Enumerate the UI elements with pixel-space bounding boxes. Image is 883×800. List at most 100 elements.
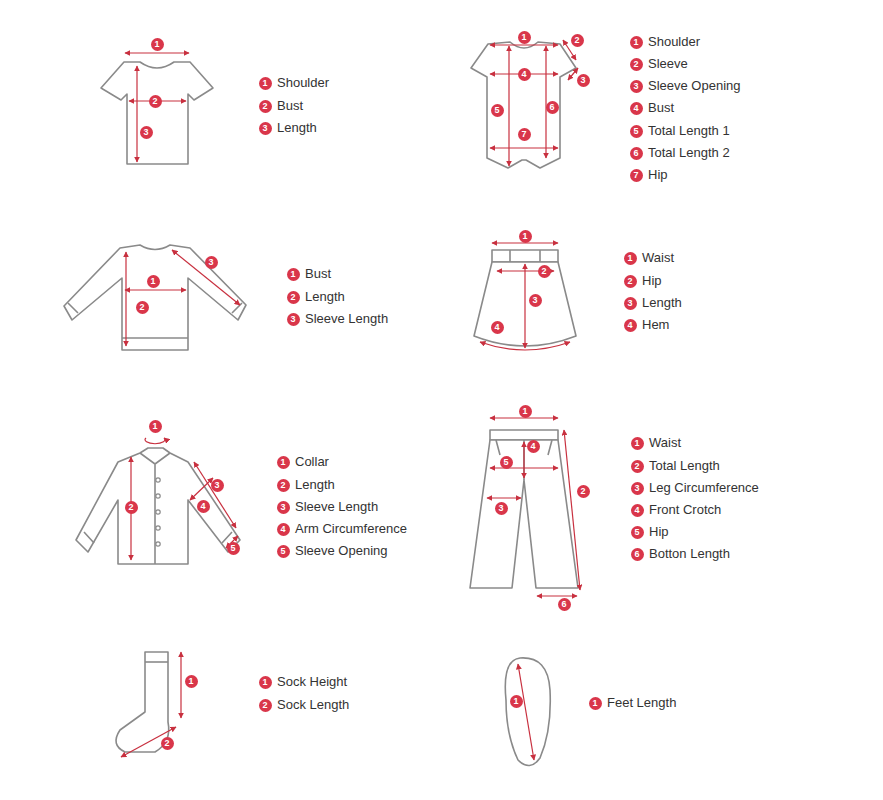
callout-number: 1 (510, 695, 523, 708)
callout-number: 2 (259, 100, 272, 113)
drawing-stroke (480, 342, 570, 350)
garment-outlines (64, 42, 578, 766)
drawing-stroke (564, 430, 580, 590)
callout-number: 5 (227, 542, 240, 555)
callout-number: 2 (259, 699, 272, 712)
callout-number: 1 (518, 31, 531, 44)
drawing-stroke (84, 453, 232, 564)
drawing-stroke (125, 52, 189, 53)
drawing-stroke (490, 44, 558, 45)
callout-number: 1 (185, 675, 198, 688)
collar-arrow (145, 438, 165, 444)
callout-number: 3 (259, 122, 272, 135)
drawing-stroke (470, 440, 578, 588)
callout-number: 1 (277, 456, 290, 469)
callout-number: 3 (140, 126, 153, 139)
callout-number: 2 (571, 34, 584, 47)
callout-number: 2 (287, 291, 300, 304)
drawing-stroke (64, 245, 246, 350)
drawing-stroke (156, 510, 160, 514)
callout-number: 1 (624, 252, 637, 265)
callout-number: 2 (538, 265, 551, 278)
drawing-stroke (121, 727, 176, 757)
measurement-name: Arm Circumference (295, 521, 407, 537)
callout-number: 7 (518, 128, 531, 141)
measurement-name: Hem (642, 317, 669, 333)
measurement-name: Shoulder (277, 75, 329, 91)
callout-number: 4 (197, 500, 210, 513)
measurement-name: Sleeve Opening (295, 543, 388, 559)
measurement-name: Bust (648, 100, 674, 116)
callout-number: 1 (630, 36, 643, 49)
measurement-name: Sleeve Length (295, 499, 378, 515)
callout-number: 1 (259, 77, 272, 90)
callout-number: 1 (151, 38, 164, 51)
drawing-stroke (125, 252, 126, 346)
measurement-name: Botton Length (649, 546, 730, 562)
callout-number: 3 (205, 256, 218, 269)
drawing-stroke (145, 438, 165, 444)
drawing-stroke (545, 46, 546, 158)
measurement-name: Hip (649, 524, 669, 540)
callout-number: 1 (519, 405, 532, 418)
callout-number: 4 (277, 523, 290, 536)
drawing-stroke (492, 242, 558, 243)
callout-number: 1 (589, 697, 602, 710)
measurement-name: Waist (649, 435, 681, 451)
measurement-lines (121, 40, 580, 760)
callout-number: 1 (149, 420, 162, 433)
measurement-name: Bust (305, 266, 331, 282)
drawing-stroke (496, 440, 552, 480)
callout-number: 5 (500, 456, 513, 469)
measurement-name: Front Crotch (649, 502, 721, 518)
measurement-name: Total Length 2 (648, 145, 730, 161)
callout-number: 7 (630, 169, 643, 182)
drawing-stroke (76, 448, 240, 564)
measurement-name: Shoulder (648, 34, 700, 50)
callout-number: 1 (147, 275, 160, 288)
callout-number: 2 (277, 479, 290, 492)
drawing-stroke (490, 467, 558, 468)
measurement-name: Total Length (649, 458, 720, 474)
callout-number: 3 (631, 482, 644, 495)
drawing-stroke (537, 595, 577, 596)
drawing-stroke (492, 250, 558, 262)
callout-number: 2 (161, 737, 174, 750)
measurement-name: Bust (277, 98, 303, 114)
callout-number: 2 (631, 460, 644, 473)
drawing-stroke (510, 250, 540, 262)
drawing-stroke (156, 478, 160, 482)
callout-number: 5 (491, 104, 504, 117)
measurement-name: Sock Length (277, 697, 349, 713)
measurement-name: Length (277, 120, 317, 136)
drawing-stroke (518, 664, 534, 760)
measurement-name: Length (642, 295, 682, 311)
drawing-stroke (156, 526, 160, 530)
callout-number: 5 (631, 526, 644, 539)
measurement-name: Length (305, 289, 345, 305)
callout-number: 3 (577, 74, 590, 87)
drawing-stroke (156, 542, 160, 546)
callout-number: 1 (519, 230, 532, 243)
callout-number: 2 (624, 275, 637, 288)
callout-number: 2 (125, 501, 138, 514)
callout-number: 4 (630, 102, 643, 115)
callout-number: 6 (630, 147, 643, 160)
drawing-stroke (490, 430, 558, 440)
measurement-name: Length (295, 477, 335, 493)
callout-number: 3 (630, 80, 643, 93)
drawing-stroke (190, 478, 213, 500)
callout-number: 4 (631, 504, 644, 517)
drawing-stroke (172, 250, 240, 305)
callout-number: 3 (495, 502, 508, 515)
drawing-stroke (194, 462, 236, 528)
drawing-stroke (523, 442, 524, 478)
callout-number: 6 (558, 598, 571, 611)
callout-number: 4 (624, 319, 637, 332)
callout-number: 3 (624, 297, 637, 310)
drawing-stroke (136, 66, 137, 162)
measurement-name: Collar (295, 454, 329, 470)
callout-number: 3 (287, 313, 300, 326)
callout-number: 2 (149, 95, 162, 108)
drawing-stroke (180, 652, 181, 718)
